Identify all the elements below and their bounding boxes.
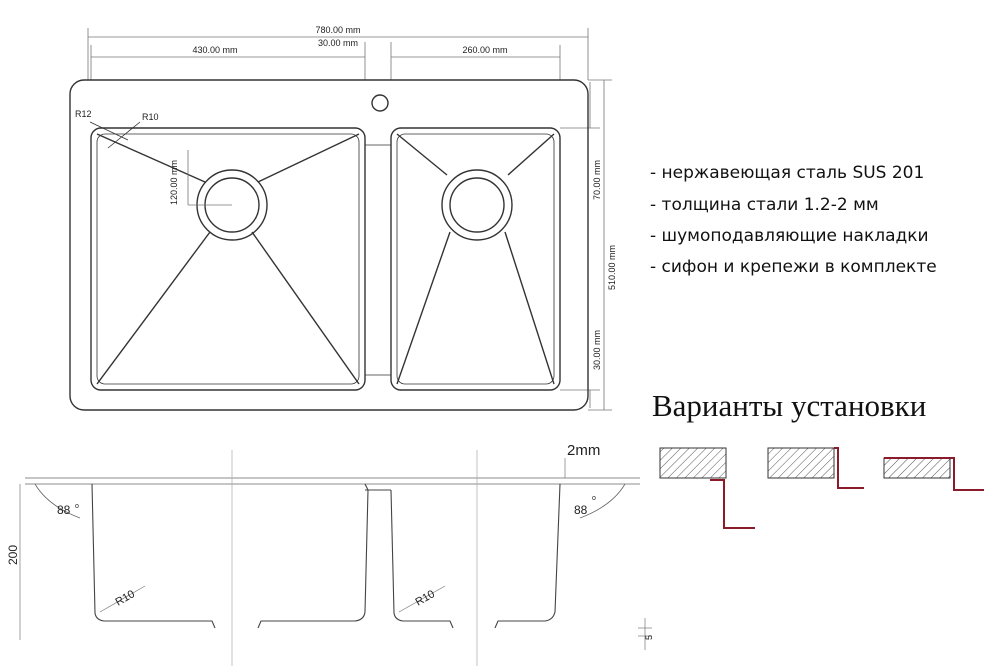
overall-width-label: 780.00 mm [315,25,360,35]
bottom-margin-label: 30.00 mm [592,330,602,370]
feature-material: - нержавеющая сталь SUS 201 [650,163,925,183]
flange-thickness-label: 5 [644,635,654,640]
feature-thickness: - толщина стали 1.2-2 мм [650,195,879,215]
right-drain [441,169,513,241]
left-angle-degree: o [75,503,79,510]
top-margin-label: 70.00 mm [592,160,602,200]
dimension-lines [87,28,612,411]
inner-radius-label: R10 [142,112,159,122]
tap-hole [371,94,389,112]
left-bowl-width-label: 430.00 mm [192,45,237,55]
section-radius-left-label: R10 [114,588,137,608]
divider-width-label: 30.00 mm [318,38,358,48]
sheet-thickness-label: 2mm [567,442,600,459]
right-bowl-width-label: 260.00 mm [462,45,507,55]
right-bowl [390,127,561,391]
feature-noise-pads: - шумоподавляющие накладки [650,226,929,246]
install-variant-1 [659,447,755,529]
overall-depth-label: 510.00 mm [607,245,617,290]
drain-offset-label: 120.00 mm [169,160,179,205]
outer-radius-label: R12 [75,109,92,119]
install-variant-2 [767,447,864,489]
section-view [19,450,652,666]
feature-accessories: - сифон и крепежи в комплекте [650,257,937,277]
height-label: 200 [6,545,20,565]
right-angle-label: 88 [574,503,588,517]
install-variant-3 [883,457,984,491]
left-bowl [90,127,366,391]
section-radius-right-label: R10 [414,588,437,608]
sink-outer-rim [69,79,589,411]
top-view [69,28,612,411]
left-angle-label: 88 [57,503,71,517]
right-angle-degree: o [592,495,596,502]
install-variants-title: Варианты установки [652,388,927,423]
